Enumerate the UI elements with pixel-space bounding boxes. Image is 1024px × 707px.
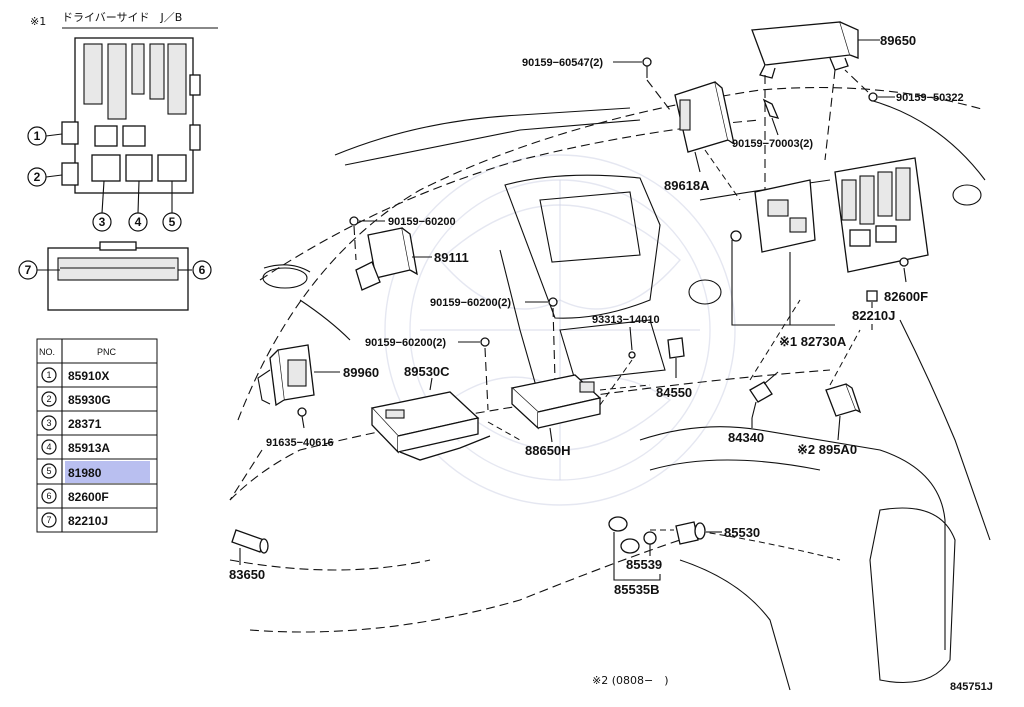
part-84340: 84340 bbox=[728, 371, 779, 445]
footer-note: ※2 (0808− ) bbox=[592, 674, 669, 687]
table-row: 4 85913A bbox=[41, 439, 110, 455]
label-90159-60200-2a: 90159−60200(2) bbox=[430, 297, 511, 309]
svg-text:2: 2 bbox=[46, 394, 51, 404]
table-row: 7 82210J bbox=[41, 512, 108, 528]
inset-title: ドライバーサイド J／B bbox=[62, 11, 182, 24]
label-90159-60547: 90159−60547(2) bbox=[522, 57, 603, 69]
callout-3: 3 bbox=[92, 212, 112, 232]
label-82600F: 82600F bbox=[884, 289, 928, 304]
part-90159-60547: 90159−60547(2) bbox=[522, 57, 671, 111]
label-91635-40616: 91635−40616 bbox=[266, 437, 334, 449]
svg-text:2: 2 bbox=[34, 170, 41, 184]
assembly-leader-lines bbox=[487, 149, 861, 441]
label-88650H: 88650H bbox=[525, 443, 571, 458]
callout-1: 1 bbox=[27, 126, 47, 146]
callout-4: 4 bbox=[128, 212, 148, 232]
part-junction-block: 82600F 82210J bbox=[834, 157, 929, 330]
part-82730A: ※1 82730A bbox=[730, 179, 847, 349]
label-82730A: ※1 82730A bbox=[779, 334, 847, 349]
svg-text:85930G: 85930G bbox=[68, 393, 111, 407]
label-90159-70003: 90159−70003(2) bbox=[732, 138, 813, 150]
table-row: 1 85910X bbox=[41, 367, 109, 383]
svg-text:4: 4 bbox=[135, 215, 142, 229]
label-89111: 89111 bbox=[434, 250, 469, 265]
part-90159-70003: 90159−70003(2) bbox=[732, 98, 813, 150]
svg-text:5: 5 bbox=[169, 215, 176, 229]
svg-text:1: 1 bbox=[34, 129, 41, 143]
part-90159-50322: 90159−50322 bbox=[844, 69, 964, 104]
svg-text:3: 3 bbox=[46, 418, 51, 428]
part-85535B: 85539 85535B bbox=[608, 516, 662, 597]
table-row: 3 28371 bbox=[41, 415, 102, 431]
svg-text:7: 7 bbox=[46, 515, 51, 525]
part-90159-60200: 90159−60200 bbox=[349, 216, 456, 261]
part-89111: 89111 bbox=[355, 227, 469, 291]
svg-text:82210J: 82210J bbox=[68, 514, 108, 528]
label-90159-60200: 90159−60200 bbox=[388, 216, 456, 228]
part-90159-60200-2b: 90159−60200(2) bbox=[365, 337, 490, 411]
part-90159-60200-2a: 90159−60200(2) bbox=[430, 297, 558, 381]
svg-text:7: 7 bbox=[25, 263, 32, 277]
svg-text:3: 3 bbox=[99, 215, 106, 229]
part-89530C: 89530C bbox=[370, 364, 491, 461]
svg-text:6: 6 bbox=[46, 491, 51, 501]
label-83650: 83650 bbox=[229, 567, 265, 582]
svg-text:4: 4 bbox=[46, 442, 51, 452]
callout-7: 7 bbox=[18, 260, 38, 280]
inset-marker: ※1 bbox=[30, 15, 46, 28]
svg-text:6: 6 bbox=[199, 263, 206, 277]
pnc-table: NO. PNC 1 85910X 2 85930G 3 28371 4 8591… bbox=[36, 338, 158, 533]
label-85539: 85539 bbox=[626, 557, 662, 572]
part-89618A: 89618A bbox=[664, 81, 735, 193]
part-83650: 83650 bbox=[229, 529, 269, 582]
part-84550: 84550 bbox=[599, 337, 692, 400]
part-89650: 89650 bbox=[751, 21, 916, 200]
label-90159-60200-2b: 90159−60200(2) bbox=[365, 337, 446, 349]
label-82210J: 82210J bbox=[852, 308, 895, 323]
svg-text:81980: 81980 bbox=[68, 466, 102, 480]
callout-5: 5 bbox=[162, 212, 182, 232]
callout-6: 6 bbox=[192, 260, 212, 280]
label-85530: 85530 bbox=[724, 525, 760, 540]
junction-block-inset: ※1 ドライバーサイド J／B 1 2 3 4 bbox=[18, 11, 218, 311]
label-93313-14010: 93313−14010 bbox=[592, 314, 660, 326]
part-85530: 85530 bbox=[650, 521, 760, 545]
table-row: 6 82600F bbox=[41, 488, 109, 504]
label-895A0: ※2 895A0 bbox=[797, 442, 857, 457]
label-89960: 89960 bbox=[343, 365, 379, 380]
label-84340: 84340 bbox=[728, 430, 764, 445]
label-89650: 89650 bbox=[880, 33, 916, 48]
part-895A0: ※2 895A0 bbox=[797, 383, 862, 457]
svg-text:85913A: 85913A bbox=[68, 441, 110, 455]
svg-text:85910X: 85910X bbox=[68, 369, 109, 383]
table-row: 2 85930G bbox=[41, 391, 111, 407]
part-88650H: 88650H bbox=[510, 374, 602, 458]
diagram-id: 845751J bbox=[950, 681, 993, 693]
part-93313-14010: 93313−14010 bbox=[592, 314, 660, 359]
table-header-pnc: PNC bbox=[97, 347, 117, 357]
callout-2: 2 bbox=[27, 167, 47, 187]
part-91635-40616: 91635−40616 bbox=[229, 407, 334, 501]
table-header-no: NO. bbox=[39, 347, 55, 357]
label-89618A: 89618A bbox=[664, 178, 710, 193]
part-89960: 89960 bbox=[257, 344, 379, 407]
svg-text:1: 1 bbox=[46, 370, 51, 380]
label-85535B: 85535B bbox=[614, 582, 660, 597]
svg-text:5: 5 bbox=[46, 466, 51, 476]
label-84550: 84550 bbox=[656, 385, 692, 400]
svg-text:28371: 28371 bbox=[68, 417, 102, 431]
label-89530C: 89530C bbox=[404, 364, 450, 379]
highlight-row-5 bbox=[65, 461, 150, 483]
table-row: 5 81980 bbox=[41, 463, 102, 480]
svg-text:82600F: 82600F bbox=[68, 490, 109, 504]
label-90159-50322: 90159−50322 bbox=[896, 92, 964, 104]
